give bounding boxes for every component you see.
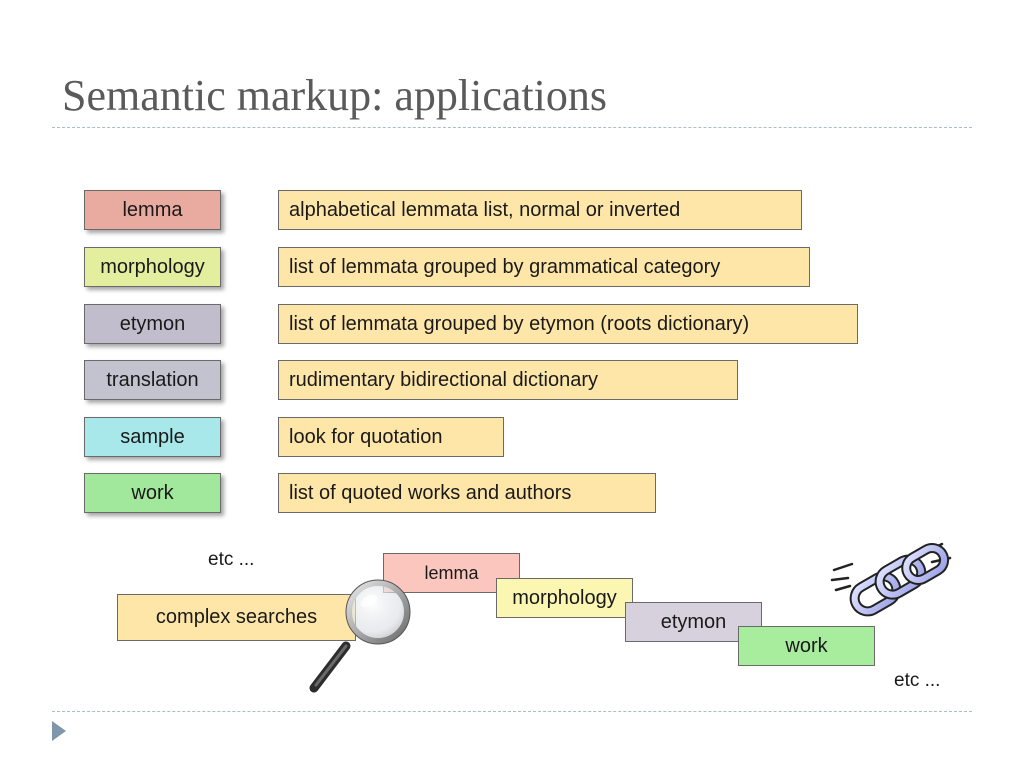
desc-label: list of quoted works and authors: [289, 481, 572, 504]
desc-label: rudimentary bidirectional dictionary: [289, 368, 599, 391]
complex-searches-label: complex searches: [155, 606, 318, 628]
chain-box-work: work: [738, 626, 875, 666]
tag-label: work: [131, 481, 174, 504]
chain-link-icon: [830, 542, 952, 617]
top-divider: [52, 127, 972, 128]
tag-work: work: [84, 473, 221, 513]
desc-label: alphabetical lemmata list, normal or inv…: [289, 198, 681, 221]
magnifying-glass-icon: [309, 579, 411, 693]
chain-box-label: etymon: [660, 610, 727, 633]
desc-morphology: list of lemmata grouped by grammatical c…: [278, 247, 810, 287]
tag-label: translation: [106, 368, 199, 391]
tag-sample: sample: [84, 417, 221, 457]
desc-label: list of lemmata grouped by grammatical c…: [289, 255, 721, 278]
nav-arrow-icon[interactable]: [52, 721, 66, 741]
etc-label-bottom: etc ...: [894, 670, 941, 691]
chain-box-label: morphology: [512, 586, 617, 609]
desc-sample: look for quotation: [278, 417, 504, 457]
complex-searches-box: complex searches: [117, 594, 356, 641]
tag-label: sample: [120, 425, 185, 448]
desc-lemma: alphabetical lemmata list, normal or inv…: [278, 190, 802, 230]
tag-etymon: etymon: [84, 304, 221, 344]
desc-label: look for quotation: [289, 425, 443, 448]
tag-morphology: morphology: [84, 247, 221, 287]
bottom-divider: [52, 711, 972, 712]
desc-label: list of lemmata grouped by etymon (roots…: [289, 312, 750, 335]
tag-label: etymon: [119, 312, 186, 335]
desc-work: list of quoted works and authors: [278, 473, 656, 513]
desc-translation: rudimentary bidirectional dictionary: [278, 360, 738, 400]
etc-label-top: etc ...: [208, 549, 255, 570]
tag-lemma: lemma: [84, 190, 221, 230]
slide-title: Semantic markup: applications: [62, 71, 607, 120]
chain-box-label: lemma: [424, 562, 479, 583]
tag-label: lemma: [122, 198, 183, 221]
tag-translation: translation: [84, 360, 221, 400]
desc-etymon: list of lemmata grouped by etymon (roots…: [278, 304, 858, 344]
chain-box-label: work: [785, 634, 828, 657]
chain-box-morphology: morphology: [496, 578, 633, 618]
tag-label: morphology: [100, 255, 205, 278]
